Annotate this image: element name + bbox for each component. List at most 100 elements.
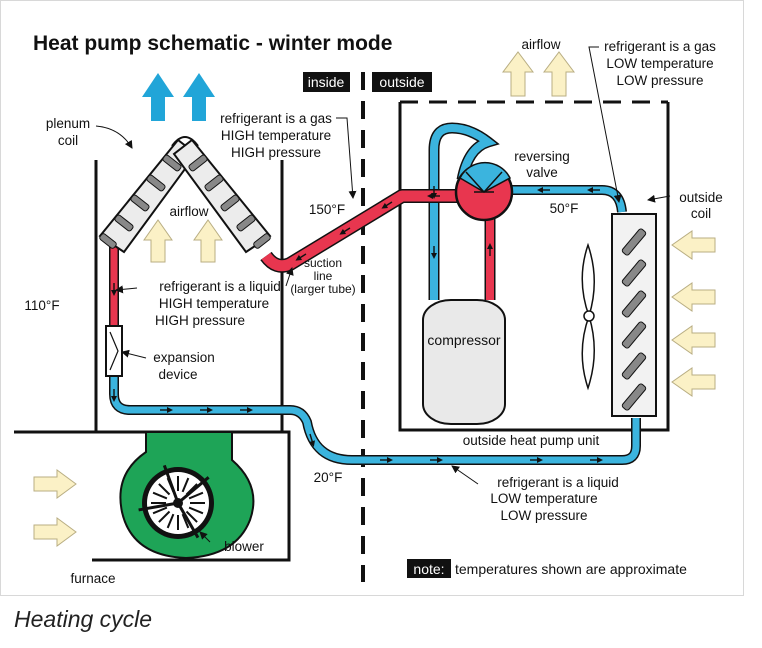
return-air-arrow-2	[33, 517, 77, 547]
furnace-label: furnace	[70, 571, 115, 586]
note-tag-bg	[407, 559, 451, 578]
liquid-low-label-1: refrigerant is a liquid	[497, 475, 619, 490]
plenum-air-arrow-1	[143, 219, 173, 263]
gas-high-label-1: refrigerant is a gas	[220, 111, 332, 126]
outdoor-air-arrow-top-2	[543, 51, 575, 97]
liquid-high-label-3: HIGH pressure	[155, 313, 245, 328]
heat-pump-schematic: Heat pump schematic - winter mode inside…	[14, 32, 723, 586]
liquid-low-label-2: LOW temperature	[490, 491, 597, 506]
blower-wheel	[138, 464, 210, 539]
note-text: temperatures shown are approximate	[455, 561, 687, 577]
plenum-coil-label-1: plenum	[46, 116, 90, 131]
plenum-coil-fin	[99, 233, 117, 249]
blower-vane	[188, 491, 204, 500]
plenum-coil-fin	[220, 194, 240, 212]
temp-150-label: 150°F	[309, 202, 345, 217]
leader-lines	[95, 46, 671, 543]
gas-low-label-2: LOW temperature	[606, 56, 713, 71]
plenum-coil-fins	[99, 154, 271, 249]
outside-coil-fin	[621, 352, 647, 380]
blower-vane	[181, 477, 190, 493]
compressor-label: compressor	[427, 332, 500, 348]
blower-vane	[158, 510, 171, 523]
outside-coil-fin	[621, 228, 647, 256]
note-tag: note:	[413, 561, 444, 577]
expansion-device-label-2: device	[158, 367, 197, 382]
liquid-low-label-3: LOW pressure	[500, 508, 587, 523]
inside-label-bg	[303, 72, 350, 92]
outside-coil-fin	[621, 259, 647, 287]
plenum-coil-fin	[188, 154, 208, 172]
blower-vane	[166, 513, 175, 529]
figure-caption: Heating cycle	[14, 606, 153, 632]
plenum-coil	[98, 136, 272, 254]
outside-unit-label: outside heat pump unit	[463, 433, 600, 448]
outside-label-bg	[372, 72, 432, 92]
plenum-coil-fin	[130, 194, 150, 212]
outside-label: outside	[379, 74, 424, 90]
gas-low-label-3: LOW pressure	[616, 73, 703, 88]
flow-direction-arrows	[111, 186, 603, 463]
blower-spoke	[176, 502, 200, 539]
plenum-coil-fin	[204, 174, 224, 192]
blower-label: blower	[224, 539, 264, 554]
inside-label: inside	[308, 74, 345, 90]
reversing-valve-label-1: reversing	[514, 149, 570, 164]
airflow-top-label: airflow	[521, 37, 560, 52]
liquid-high-label-2: HIGH temperature	[159, 296, 269, 311]
reversing-valve-label-2: valve	[526, 165, 558, 180]
plenum-coil-fin	[146, 174, 166, 192]
temp-110-label: 110°F	[24, 298, 59, 313]
temp-50-label: 50°F	[550, 201, 579, 216]
outside-coil-label-2: coil	[691, 206, 711, 221]
outside-coil-fin	[621, 383, 647, 411]
blower-spoke	[162, 464, 180, 504]
suction-line-label-3: (larger tube)	[290, 282, 355, 296]
warm-air-arrow-left	[142, 73, 174, 121]
expansion-device	[105, 325, 123, 377]
outdoor-air-arrow-top-1	[502, 51, 534, 97]
blower-vane	[181, 513, 190, 529]
blower-vane	[158, 483, 171, 496]
outside-coil-label-1: outside	[679, 190, 723, 205]
blower	[119, 431, 255, 560]
suction-line-label-2: line	[314, 269, 333, 283]
gas-high-label-3: HIGH pressure	[231, 145, 321, 160]
plenum-coil-fin	[162, 154, 182, 172]
gas-high-label-2: HIGH temperature	[221, 128, 331, 143]
blower-vane	[188, 506, 204, 515]
outside-coil	[611, 213, 657, 417]
coil-air-arrow-3	[671, 325, 716, 355]
blower-spoke	[177, 476, 210, 505]
blower-spoke	[138, 501, 179, 512]
outside-coil-fin	[621, 321, 647, 349]
suction-line-label-1: suction	[304, 256, 342, 270]
warm-air-arrow-right	[183, 73, 215, 121]
outside-unit-box	[398, 100, 670, 432]
expansion-device-label-1: expansion	[153, 350, 215, 365]
blower-vane	[152, 491, 168, 500]
temp-20-label: 20°F	[314, 470, 343, 485]
gas-low-label-1: refrigerant is a gas	[604, 39, 716, 54]
coil-air-arrow-1	[671, 230, 716, 260]
outside-coil-fins	[621, 228, 647, 411]
return-air-arrow-1	[33, 469, 77, 499]
plenum-coil-fin	[253, 233, 271, 249]
warm-airflow-arrows	[142, 73, 215, 121]
plenum-air-arrow-2	[193, 219, 223, 263]
reversing-valve	[454, 161, 514, 222]
blower-vane	[185, 510, 198, 523]
plenum-coil-fin	[236, 214, 256, 232]
plenum-coil-label-2: coil	[58, 133, 78, 148]
blower-vane	[152, 506, 168, 515]
outdoor-fan	[581, 242, 595, 391]
diagram-title: Heat pump schematic - winter mode	[33, 32, 392, 55]
coil-air-arrow-2	[671, 282, 716, 312]
coil-air-arrow-4	[671, 367, 716, 397]
plenum-coil-fin	[114, 214, 134, 232]
cool-airflow-arrows	[33, 51, 716, 547]
outside-coil-fin	[621, 290, 647, 318]
liquid-high-label-1: refrigerant is a liquid	[159, 279, 281, 294]
compressor: compressor	[422, 299, 506, 425]
airflow-plenum-label: airflow	[169, 204, 208, 219]
